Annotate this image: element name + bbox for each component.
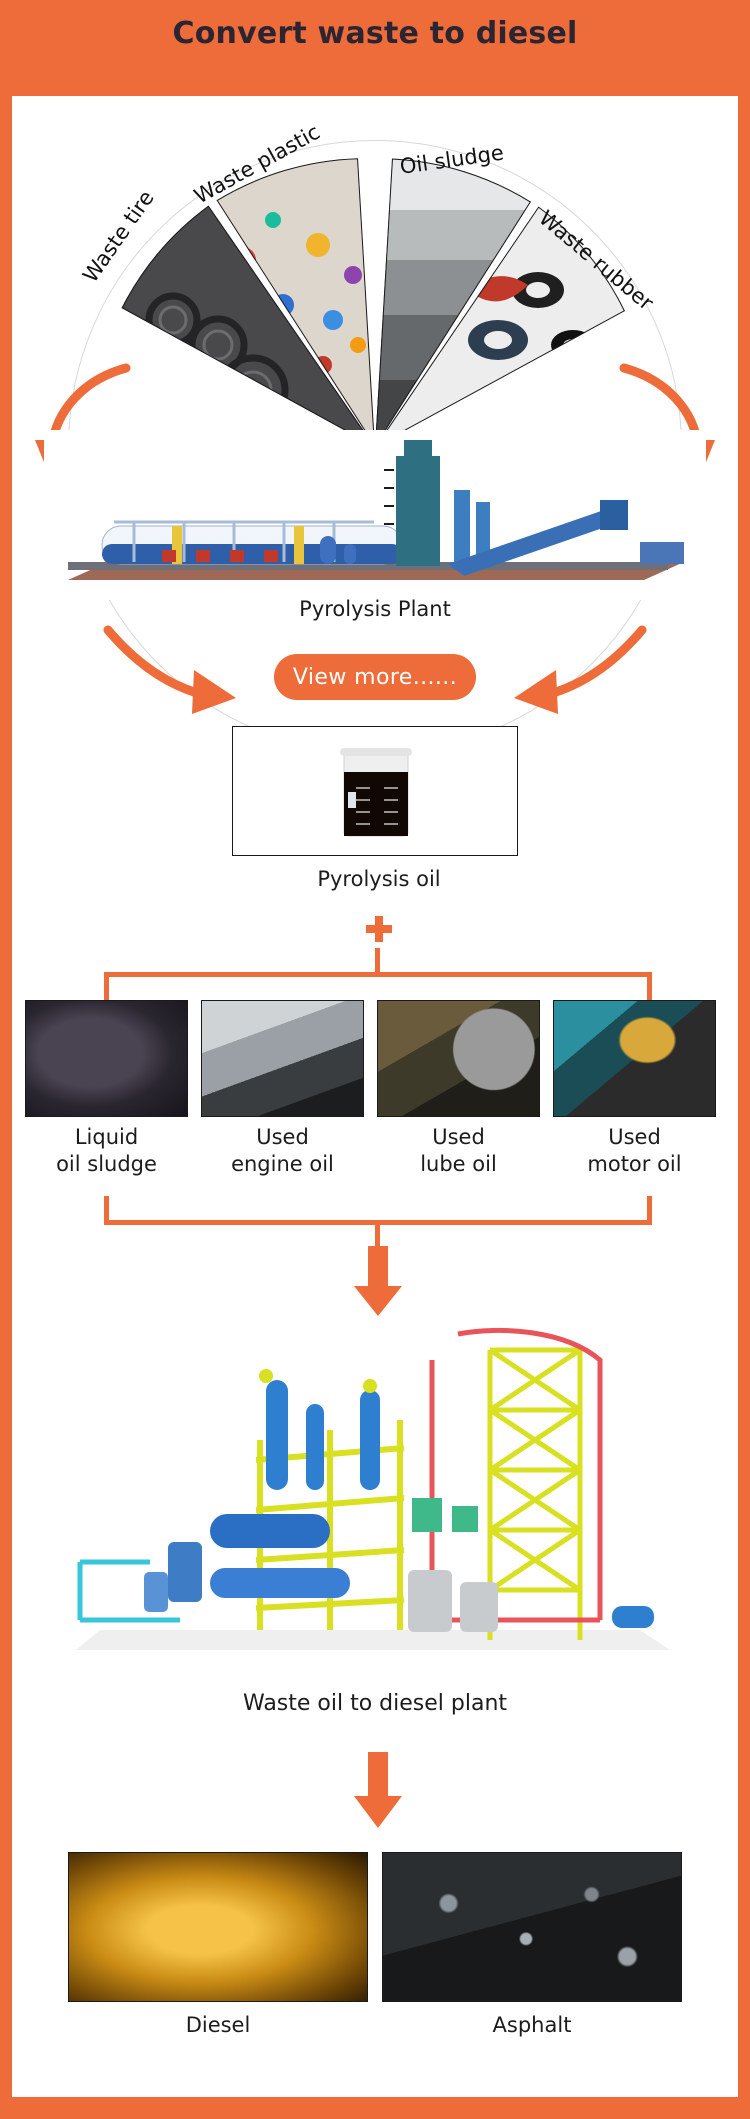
page-title: Convert waste to diesel	[172, 16, 578, 51]
arrow-down-to-refinery-icon	[354, 1246, 402, 1316]
view-more-button[interactable]: View more......	[274, 654, 476, 700]
bracket-drop-4	[647, 972, 652, 1000]
bracket-stem-top	[375, 948, 380, 976]
diesel-caption: Diesel	[185, 2013, 251, 2037]
bracket-drop-1	[104, 972, 109, 1000]
caption-line-2: engine oil	[231, 1152, 334, 1176]
pyrolysis-oil-beaker-icon	[340, 748, 412, 837]
frame-left-band	[0, 0, 12, 2119]
plus-combiner-icon	[366, 916, 392, 942]
bracket-stem-bottom	[375, 1220, 380, 1248]
caption-line-1: Liquid	[74, 1125, 139, 1149]
used-lube-oil-caption: Used lube oil	[377, 1124, 540, 1178]
feedstock-fan-group	[121, 158, 625, 447]
bracket-riser-4	[647, 1196, 652, 1224]
asphalt-photo	[382, 1852, 682, 2002]
arrow-left-down-to-oil-icon	[103, 625, 236, 714]
arrow-down-to-outputs-icon	[354, 1752, 402, 1828]
caption-line-1: Used	[256, 1125, 309, 1149]
bracket-riser-1	[104, 1196, 109, 1224]
used-motor-oil-photo	[553, 1000, 716, 1117]
arrow-right-down-to-oil-icon	[514, 625, 647, 714]
caption-line-1: Used	[608, 1125, 661, 1149]
used-lube-oil-photo	[377, 1000, 540, 1117]
caption-line-2: oil sludge	[56, 1152, 157, 1176]
caption-line-2: motor oil	[587, 1152, 682, 1176]
frame-top-band	[0, 0, 750, 96]
used-engine-oil-caption: Used engine oil	[201, 1124, 364, 1178]
frame-right-band	[738, 0, 750, 2119]
frame-bottom-band	[0, 2097, 750, 2119]
pyrolysis-oil-caption: Pyrolysis oil	[317, 867, 441, 891]
caption-line-2: lube oil	[420, 1152, 497, 1176]
waste-oil-to-diesel-plant-photo	[60, 1320, 690, 1680]
used-engine-oil-photo	[201, 1000, 364, 1117]
asphalt-caption: Asphalt	[492, 2013, 572, 2037]
pyrolysis-plant-photo	[44, 430, 706, 600]
bracket-rail-top	[104, 972, 652, 977]
diesel-photo	[68, 1852, 368, 2002]
liquid-oil-sludge-photo	[25, 1000, 188, 1117]
used-motor-oil-caption: Used motor oil	[553, 1124, 716, 1178]
liquid-oil-sludge-caption: Liquid oil sludge	[25, 1124, 188, 1178]
caption-line-1: Used	[432, 1125, 485, 1149]
refinery-caption: Waste oil to diesel plant	[242, 1691, 508, 1716]
pyrolysis-plant-caption: Pyrolysis Plant	[299, 597, 451, 621]
